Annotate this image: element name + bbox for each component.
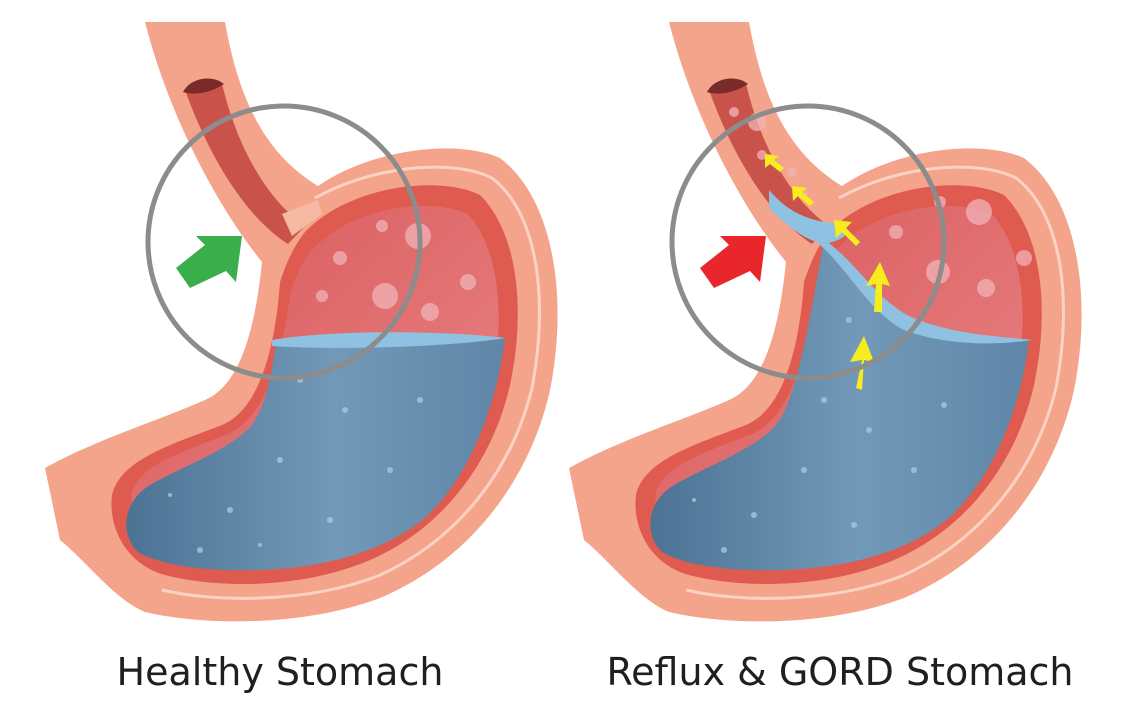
- speck: [846, 317, 852, 323]
- fluid-surface: [819, 236, 1032, 344]
- speck: [417, 397, 423, 403]
- closed-sphincter: [282, 200, 322, 236]
- bubble: [460, 274, 476, 290]
- speck: [866, 427, 872, 433]
- yellow-arrow-icon: [834, 220, 860, 246]
- yellow-arrow-icon: [792, 186, 814, 206]
- caption-healthy-stomach: Healthy Stomach: [116, 650, 444, 694]
- speck: [851, 522, 857, 528]
- bubble: [889, 225, 903, 239]
- esophagus-reflux-fluid: [769, 190, 848, 244]
- green-arrow-icon: [176, 236, 242, 288]
- caption-reflux-stomach: Reflux & GORD Stomach: [606, 650, 1074, 694]
- speck: [227, 507, 233, 513]
- bubble: [372, 283, 398, 309]
- speck: [277, 457, 283, 463]
- speck: [941, 402, 947, 408]
- speck: [751, 512, 757, 518]
- bubble: [977, 279, 995, 297]
- healthy-stomach-illustration: [45, 22, 558, 622]
- speck: [387, 467, 393, 473]
- magnifier-ring: [145, 103, 423, 381]
- fluid-specks: [168, 377, 423, 553]
- bubble: [316, 290, 328, 302]
- yellow-arrow-icon: [866, 262, 890, 312]
- reflux-arrows: [765, 154, 890, 390]
- bubble: [333, 251, 347, 265]
- yellow-arrow-icon: [850, 336, 874, 390]
- speck: [721, 547, 727, 553]
- speck: [692, 498, 696, 502]
- esophagus-opening: [183, 78, 224, 94]
- speck: [327, 517, 333, 523]
- speck: [342, 407, 348, 413]
- fluid-specks: [692, 317, 947, 553]
- speck: [821, 397, 827, 403]
- bubble: [376, 220, 388, 232]
- bubble: [787, 167, 797, 177]
- speck: [801, 467, 807, 473]
- speck: [911, 467, 917, 473]
- speck: [258, 543, 262, 547]
- speck: [197, 547, 203, 553]
- yellow-arrow-icon: [765, 154, 784, 172]
- bubble: [1016, 250, 1032, 266]
- bubble: [966, 199, 992, 225]
- speck: [168, 493, 172, 497]
- magnifier-ring: [669, 103, 947, 381]
- bubble: [729, 107, 739, 117]
- stomach-wall-stripe: [161, 165, 541, 600]
- bubble: [757, 150, 767, 160]
- gastric-fluid: [126, 335, 505, 571]
- bubble: [421, 303, 439, 321]
- reflux-stomach-illustration: [569, 22, 1082, 622]
- esophagus-opening: [707, 78, 748, 94]
- red-arrow-icon: [700, 236, 766, 288]
- fluid-surface: [272, 332, 506, 348]
- gastric-fluid: [650, 240, 1029, 571]
- air-bubbles: [316, 220, 476, 321]
- stomach-wall-stripe: [685, 165, 1065, 600]
